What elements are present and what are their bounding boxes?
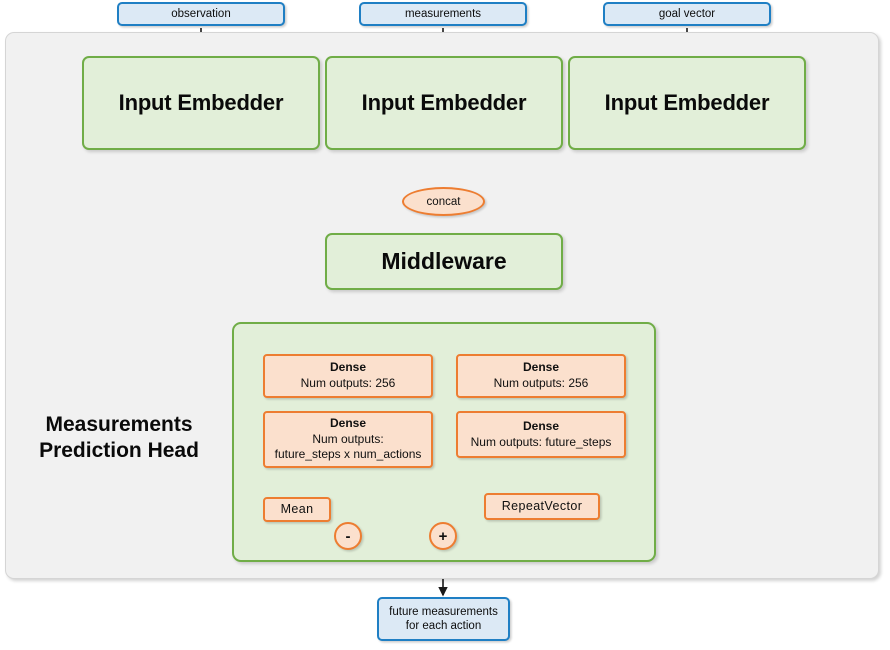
dense-title: Dense: [522, 360, 560, 375]
dense-subtitle-line1: Num outputs:: [312, 431, 384, 446]
embedder-label: Input Embedder: [118, 90, 284, 115]
dense-subtitle-line1: Num outputs: future_steps: [470, 434, 612, 449]
dense-left-1[interactable]: Dense Num outputs: 256: [263, 354, 433, 398]
embedder-label: Input Embedder: [361, 90, 527, 115]
dense-title: Dense: [522, 418, 560, 433]
head-title: Measurements Prediction Head: [24, 412, 214, 465]
concat-node[interactable]: concat: [402, 187, 485, 216]
repeat-vector-node[interactable]: RepeatVector: [484, 493, 600, 520]
subtract-label: -: [345, 527, 351, 545]
mean-node[interactable]: Mean: [263, 497, 331, 522]
input-embedder-observation[interactable]: Input Embedder: [82, 56, 320, 150]
head-title-line2: Prediction Head: [39, 439, 199, 463]
mean-label: Mean: [280, 502, 314, 517]
input-box-measurements[interactable]: measurements: [359, 2, 527, 26]
dense-title: Dense: [329, 416, 367, 431]
input-box-goal-vector[interactable]: goal vector: [603, 2, 771, 26]
embedder-label: Input Embedder: [604, 90, 770, 115]
dense-right-1[interactable]: Dense Num outputs: 256: [456, 354, 626, 398]
input-label: goal vector: [658, 7, 716, 20]
input-label: observation: [171, 7, 231, 20]
concat-label: concat: [426, 195, 461, 208]
repeat-vector-label: RepeatVector: [501, 499, 583, 514]
add-operator[interactable]: +: [429, 522, 457, 550]
input-label: measurements: [404, 7, 482, 20]
subtract-operator[interactable]: -: [334, 522, 362, 550]
output-label-line2: for each action: [405, 620, 482, 632]
input-box-observation[interactable]: observation: [117, 2, 285, 26]
dense-subtitle: Num outputs: 256: [300, 376, 396, 390]
middleware-block[interactable]: Middleware: [325, 233, 563, 290]
dense-title: Dense: [329, 360, 367, 375]
input-embedder-measurements[interactable]: Input Embedder: [325, 56, 563, 150]
output-box-future-measurements[interactable]: future measurements for each action: [377, 597, 510, 641]
dense-right-2[interactable]: Dense Num outputs: future_steps: [456, 411, 626, 458]
add-label: +: [438, 527, 448, 545]
middleware-label: Middleware: [381, 248, 507, 274]
dense-left-2[interactable]: Dense Num outputs: future_steps x num_ac…: [263, 411, 433, 468]
input-embedder-goal-vector[interactable]: Input Embedder: [568, 56, 806, 150]
head-title-line1: Measurements: [45, 413, 193, 436]
dense-subtitle-line2: future_steps x num_actions: [274, 447, 422, 462]
output-label-line1: future measurements: [389, 605, 498, 618]
dense-subtitle: Num outputs: 256: [493, 376, 589, 390]
